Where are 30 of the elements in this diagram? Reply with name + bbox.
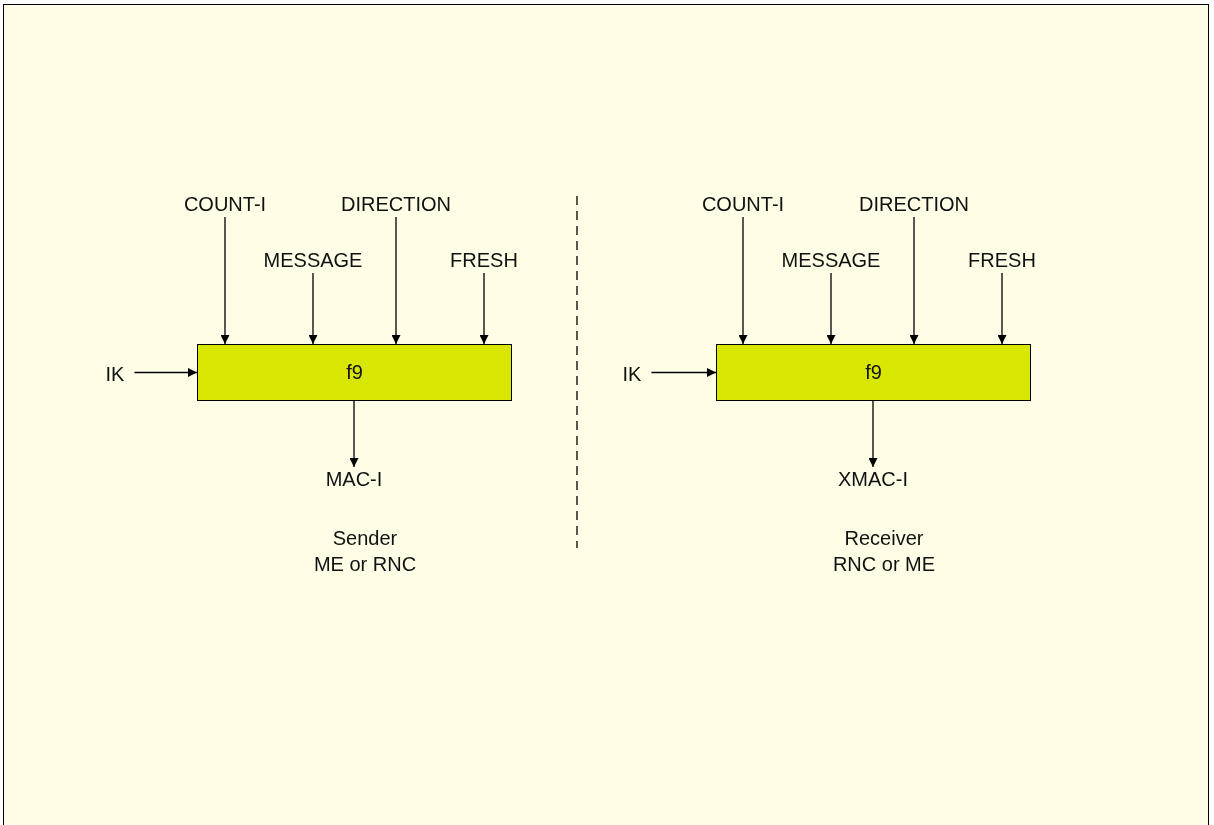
input-label: MESSAGE bbox=[263, 249, 363, 271]
arrow bbox=[349, 400, 359, 468]
caption-text: RNC or ME bbox=[832, 553, 936, 575]
input-label: COUNT-I bbox=[183, 193, 267, 215]
arrow bbox=[650, 368, 717, 377]
arrow bbox=[738, 216, 748, 345]
caption-text: ME or RNC bbox=[313, 553, 417, 575]
input-label: MESSAGE bbox=[781, 249, 881, 271]
input-label: IK bbox=[622, 363, 642, 385]
arrow bbox=[133, 368, 198, 377]
input-label: DIRECTION bbox=[341, 193, 451, 215]
input-label: DIRECTION bbox=[859, 193, 969, 215]
arrow bbox=[308, 272, 318, 345]
caption-text: Receiver bbox=[844, 527, 924, 549]
input-label: FRESH bbox=[450, 249, 518, 271]
arrow bbox=[479, 272, 489, 345]
caption-text: Sender bbox=[332, 527, 398, 549]
arrow bbox=[826, 272, 836, 345]
function-box: f9 bbox=[716, 344, 1031, 401]
input-label: IK bbox=[105, 363, 125, 385]
arrow bbox=[868, 400, 878, 468]
arrow bbox=[997, 272, 1007, 345]
input-label: MAC-I bbox=[325, 468, 383, 490]
arrow bbox=[391, 216, 401, 345]
arrow bbox=[220, 216, 230, 345]
input-label: COUNT-I bbox=[701, 193, 785, 215]
input-label: FRESH bbox=[968, 249, 1036, 271]
function-box: f9 bbox=[197, 344, 512, 401]
arrow bbox=[909, 216, 919, 345]
input-label: XMAC-I bbox=[838, 468, 908, 490]
